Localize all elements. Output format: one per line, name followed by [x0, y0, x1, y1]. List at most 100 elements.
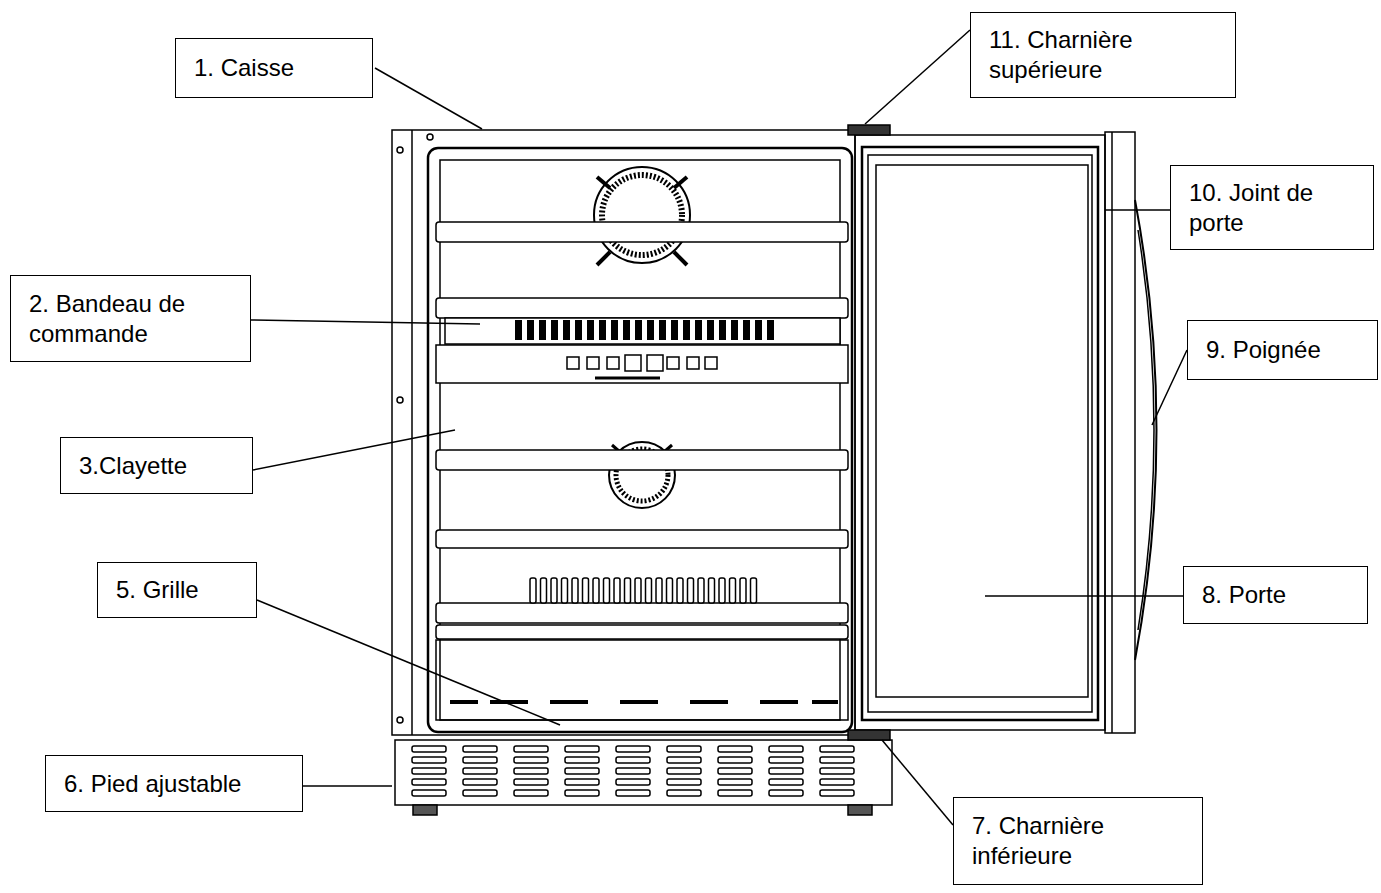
- grille-slot: [412, 768, 446, 774]
- grille-slot: [616, 779, 650, 785]
- handle: [1138, 230, 1154, 630]
- vent-slot: [659, 320, 666, 340]
- grille-slot: [514, 790, 548, 796]
- comb-tooth: [709, 578, 715, 603]
- comb-tooth: [635, 578, 641, 603]
- callout-box: 5. Grille: [97, 562, 257, 618]
- grille-slot: [769, 790, 803, 796]
- grille-slot: [616, 768, 650, 774]
- bottom-comb: [530, 578, 757, 603]
- screw: [397, 717, 403, 723]
- grille-slot: [463, 768, 497, 774]
- vent-slot: [755, 320, 762, 340]
- grille-slot: [769, 746, 803, 752]
- part-label: 1. Caisse: [194, 53, 294, 83]
- grille-slot: [616, 790, 650, 796]
- vent-slot: [719, 320, 726, 340]
- part-label: 10. Joint de porte: [1189, 178, 1359, 238]
- grille-slot: [412, 779, 446, 785]
- grille-slot: [514, 757, 548, 763]
- handle: [1135, 200, 1157, 660]
- vent-slot: [611, 320, 618, 340]
- grille-slot: [463, 790, 497, 796]
- comb-tooth: [656, 578, 662, 603]
- screw: [427, 134, 433, 140]
- comb-tooth: [614, 578, 620, 603]
- leader-lines: [251, 30, 1187, 825]
- base-grille: [395, 740, 892, 805]
- grille-slot: [769, 757, 803, 763]
- door: [855, 132, 1135, 733]
- callout-box: 7. Charnière inférieure: [953, 797, 1203, 885]
- bottom-tray: [436, 640, 848, 720]
- grille-slot: [667, 790, 701, 796]
- control-panel: [436, 318, 848, 383]
- vent-slot: [599, 320, 606, 340]
- grille-slot: [565, 768, 599, 774]
- grille-slot: [463, 757, 497, 763]
- part-label: 5. Grille: [116, 575, 199, 605]
- comb-tooth: [572, 578, 578, 603]
- part-label: 2. Bandeau de commande: [29, 289, 236, 349]
- vent-slot: [527, 320, 534, 340]
- vent-slot: [767, 320, 774, 340]
- comb-tooth: [541, 578, 547, 603]
- vent-slot: [671, 320, 678, 340]
- vent-slot: [695, 320, 702, 340]
- cabinet-body: [392, 130, 855, 735]
- grille-slot: [820, 790, 854, 796]
- grille-slot: [718, 757, 752, 763]
- comb-tooth: [751, 578, 757, 603]
- comb-tooth: [688, 578, 694, 603]
- vent-slot: [623, 320, 630, 340]
- grille-slot: [412, 790, 446, 796]
- vent-slot: [563, 320, 570, 340]
- comb-tooth: [667, 578, 673, 603]
- grille-slot: [667, 757, 701, 763]
- grille-slot: [412, 757, 446, 763]
- comb-tooth: [625, 578, 631, 603]
- comb-tooth: [730, 578, 736, 603]
- vent-slot: [707, 320, 714, 340]
- grille-slot: [820, 779, 854, 785]
- grille-slot: [616, 746, 650, 752]
- grille-slot: [769, 779, 803, 785]
- vent-slot: [683, 320, 690, 340]
- vent-slot: [575, 320, 582, 340]
- callout-box: 3.Clayette: [60, 437, 253, 494]
- grille-slot: [514, 768, 548, 774]
- comb-tooth: [583, 578, 589, 603]
- grille-slot: [667, 768, 701, 774]
- part-label: 11. Charnière supérieure: [989, 25, 1221, 85]
- adjustable-foot: [848, 805, 872, 815]
- grille-slot: [463, 779, 497, 785]
- grille-slot: [718, 779, 752, 785]
- grille-slot: [565, 757, 599, 763]
- grille-slot: [820, 768, 854, 774]
- grille-slot: [667, 779, 701, 785]
- callout-box: 10. Joint de porte: [1170, 165, 1374, 250]
- part-label: 8. Porte: [1202, 580, 1286, 610]
- adjustable-foot: [413, 805, 437, 815]
- callout-box: 6. Pied ajustable: [45, 755, 303, 812]
- grille-slot: [820, 746, 854, 752]
- callout-box: 1. Caisse: [175, 38, 373, 98]
- part-label: 3.Clayette: [79, 451, 187, 481]
- callout-box: 8. Porte: [1183, 566, 1368, 624]
- comb-tooth: [719, 578, 725, 603]
- grille-slots: [412, 746, 854, 796]
- comb-tooth: [604, 578, 610, 603]
- comb-tooth: [562, 578, 568, 603]
- part-label: 7. Charnière inférieure: [972, 811, 1188, 871]
- bottom-hinge: [848, 730, 890, 740]
- grille-slot: [463, 746, 497, 752]
- grille-slot: [514, 746, 548, 752]
- vent-slot: [551, 320, 558, 340]
- part-label: 9. Poignée: [1206, 335, 1321, 365]
- shelves: [436, 222, 848, 639]
- grille-slot: [718, 746, 752, 752]
- top-fan: [594, 167, 690, 265]
- callout-box: 11. Charnière supérieure: [970, 12, 1236, 98]
- grille-slot: [565, 779, 599, 785]
- comb-tooth: [593, 578, 599, 603]
